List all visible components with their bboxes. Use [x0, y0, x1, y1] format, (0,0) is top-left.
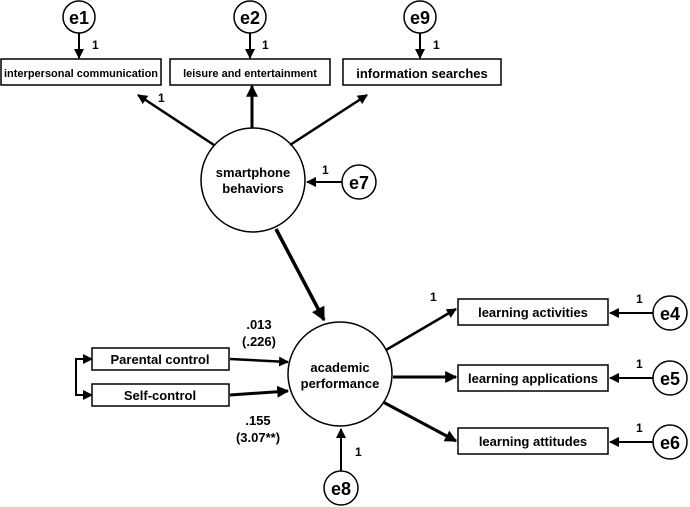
indicator-information-label: information searches [356, 66, 488, 81]
e1-path-weight: 1 [92, 38, 99, 52]
parental-control-label: Parental control [111, 352, 210, 367]
self-control-label: Self-control [124, 388, 196, 403]
error-e4-label: e4 [660, 304, 680, 324]
latent-academic-performance [287, 321, 393, 427]
indicator-interpersonal-label: interpersonal communication [4, 68, 158, 80]
e8-path-weight: 1 [355, 445, 362, 459]
error-e5-label: e5 [660, 369, 680, 389]
loading-to-information [289, 93, 368, 147]
error-e9-label: e9 [410, 8, 430, 28]
error-e8-label: e8 [331, 479, 351, 499]
path-smartphone-to-academic [274, 228, 326, 322]
indicator-leisure-label: leisure and entertainment [183, 68, 317, 80]
smartphone-label-line1: smartphone [216, 165, 290, 180]
error-e2-label: e2 [240, 8, 260, 28]
e5-path-weight: 1 [636, 357, 643, 371]
path-parental-to-academic [229, 356, 289, 367]
indicator-learning-activities [457, 298, 609, 326]
e2-path-weight: 1 [262, 38, 269, 52]
indicator-information-searches [342, 58, 502, 86]
parental-coefficient: .013 [246, 317, 271, 332]
indicator-leisure-entertainment [169, 58, 331, 86]
e7-path-weight: 1 [322, 163, 329, 177]
covariance-parental-self [75, 354, 93, 400]
academic-label-line2: performance [301, 376, 380, 391]
e4-path-weight: 1 [636, 292, 643, 306]
activities-loading-weight: 1 [430, 290, 437, 304]
latent-smartphone-behaviors [200, 127, 306, 233]
learning-attitudes-label: learning attitudes [479, 434, 587, 449]
indicator-learning-applications [457, 364, 609, 392]
learning-applications-label: learning applications [468, 371, 598, 386]
parental-t-value: (.226) [242, 334, 276, 349]
e9-path-weight: 1 [433, 38, 440, 52]
path-self-to-academic [229, 385, 290, 398]
smartphone-label-line2: behaviors [222, 181, 283, 196]
self-t-value: (3.07**) [236, 430, 280, 445]
error-e1-label: e1 [69, 8, 89, 28]
loading-to-activities [385, 307, 457, 352]
loading-to-interpersonal [137, 93, 215, 147]
learning-activities-label: learning activities [478, 305, 588, 320]
error-e6-label: e6 [660, 433, 680, 453]
academic-label-line1: academic [310, 360, 369, 375]
self-coefficient: .155 [245, 413, 270, 428]
loading-to-attitudes [382, 400, 458, 443]
indicator-learning-attitudes [457, 427, 609, 455]
e6-path-weight: 1 [636, 421, 643, 435]
error-e7-label: e7 [349, 173, 369, 193]
indicator-interpersonal-communication [0, 58, 162, 86]
interpersonal-loading-weight: 1 [158, 91, 165, 105]
